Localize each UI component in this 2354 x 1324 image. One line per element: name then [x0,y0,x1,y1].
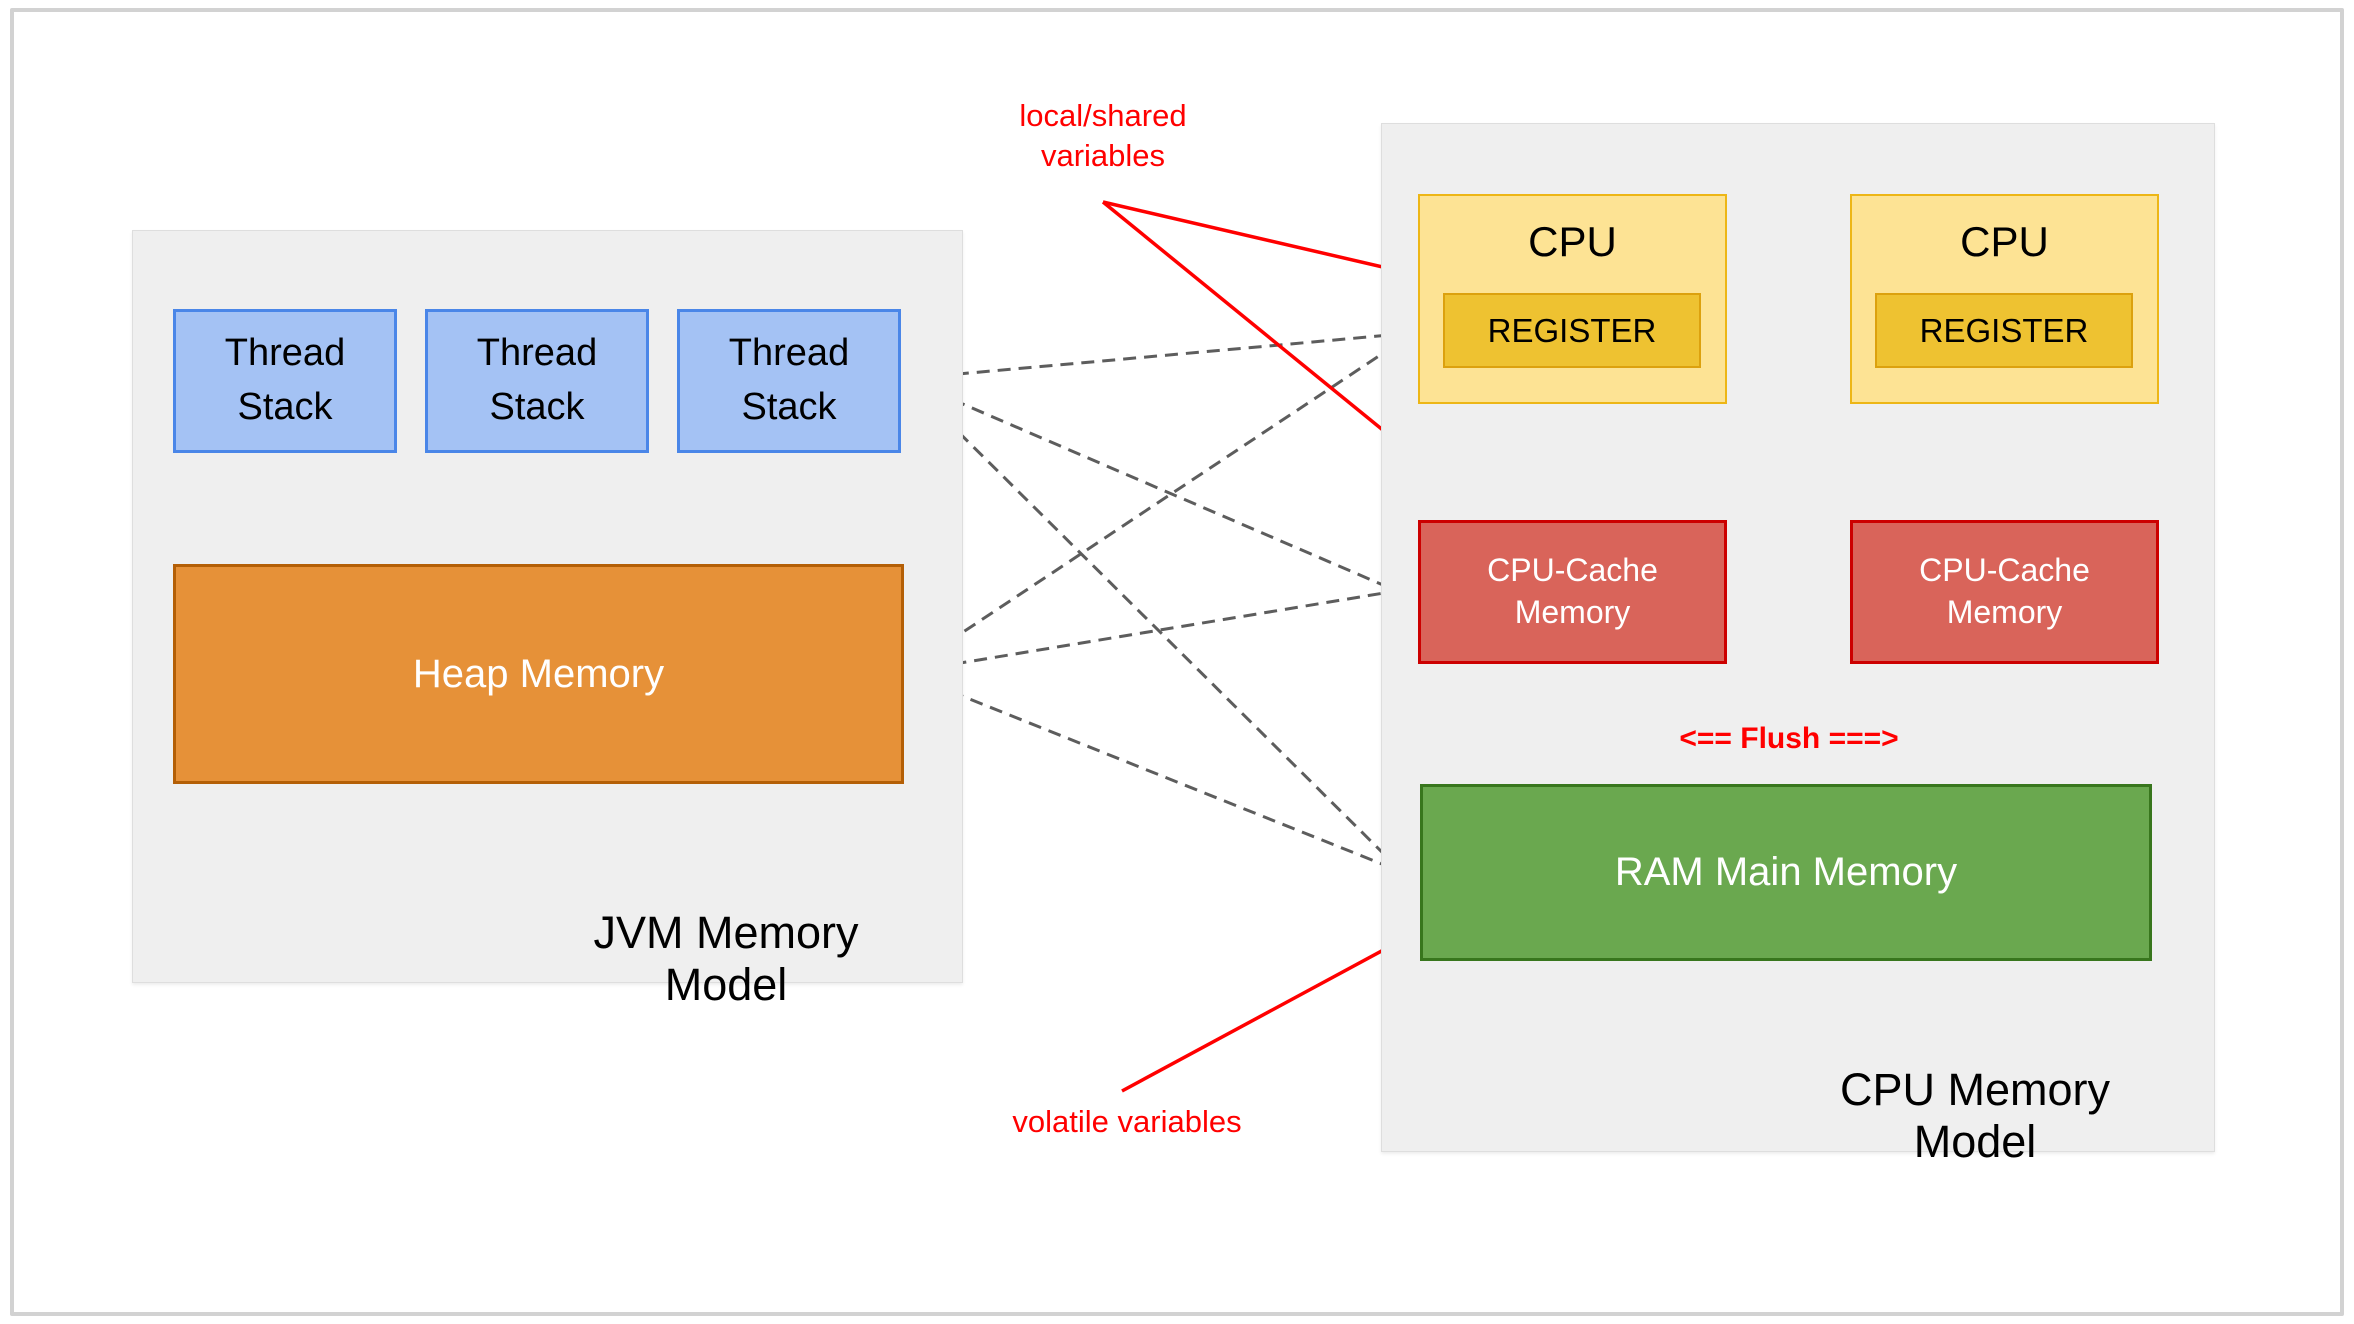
cpu-box-2: CPU REGISTER [1850,194,2159,404]
thread-stack-label: Thread Stack [476,332,598,428]
cpu-memory-model-panel: CPU REGISTER CPU REGISTER CPU-Cache Memo… [1381,123,2215,1167]
dashed-arrow-threadstack-ram [912,386,1394,864]
ram-box: RAM Main Memory [1420,784,2152,961]
register-box-2: REGISTER [1875,293,2133,368]
jvm-panel-title: JVM Memory Model [593,907,859,1010]
heap-memory-label: Heap Memory [412,651,665,696]
jvm-memory-model-panel: Thread Stack Thread Stack Thread Stack H… [132,230,963,1010]
thread-stack-label: Thread Stack [224,332,346,428]
cpu-box-1: CPU REGISTER [1418,194,1727,404]
cpu-cache-label: CPU-Cache Memory [1487,552,1658,630]
cpu-panel-title: CPU Memory Model [1839,1064,2111,1167]
register-label: REGISTER [1919,311,2089,349]
register-box-1: REGISTER [1443,293,1701,368]
flush-annotation: <== Flush ===> [1679,722,1899,755]
dashed-arrow-heap-cache [911,590,1391,673]
ram-label: RAM Main Memory [1614,850,1958,894]
dashed-arrow-threadstack-register [913,331,1413,380]
cpu-label: CPU [1528,218,1617,265]
thread-stack-box-2: Thread Stack [425,309,649,453]
cpu-cache-label: CPU-Cache Memory [1919,552,2090,630]
cpu-cache-box-2: CPU-Cache Memory [1850,520,2159,664]
thread-stack-box-1: Thread Stack [173,309,397,453]
dashed-arrow-threadstack-cache [913,381,1391,590]
thread-stack-label: Thread Stack [728,332,850,428]
cpu-label: CPU [1960,218,2049,265]
register-label: REGISTER [1487,311,1657,349]
volatile-variables-annotation: volatile variables [1012,1104,1242,1139]
dashed-arrow-heap-ram [911,674,1393,870]
heap-memory-box: Heap Memory [173,564,904,784]
local-shared-variables-annotation: local/shared variables [1019,98,1187,174]
cpu-cache-box-1: CPU-Cache Memory [1418,520,1727,664]
thread-stack-box-3: Thread Stack [677,309,901,453]
dashed-arrow-heap-register [911,332,1413,668]
